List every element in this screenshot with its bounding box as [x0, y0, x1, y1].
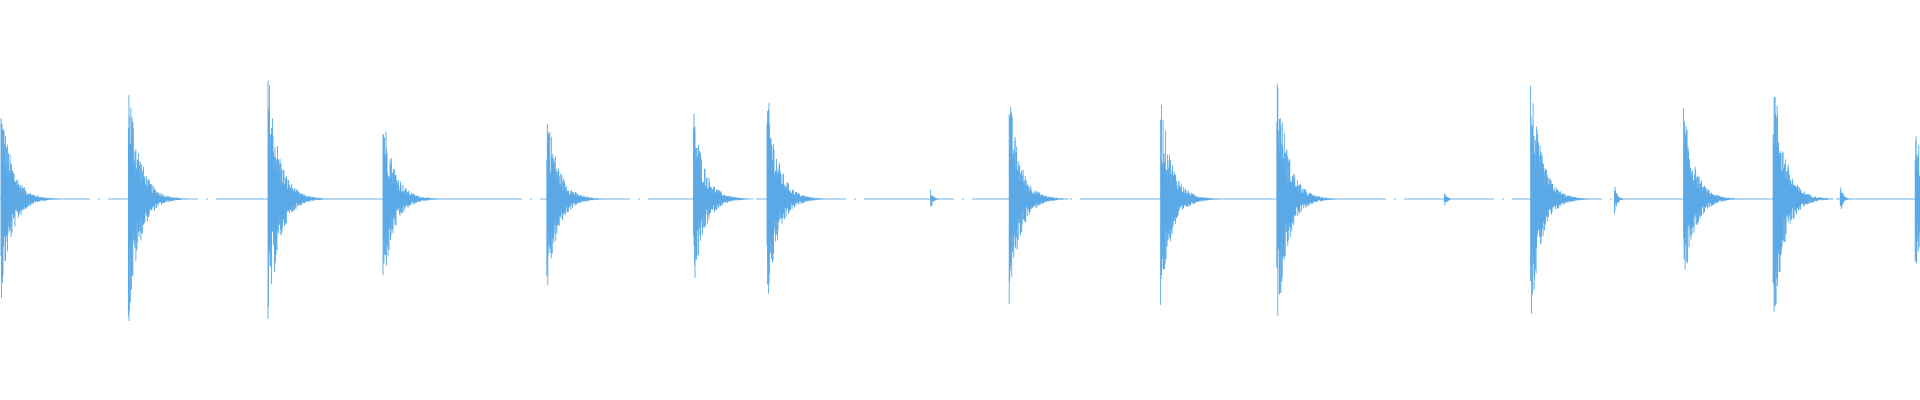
waveform-transient — [382, 131, 443, 276]
waveform-transient — [1160, 104, 1221, 305]
waveform-minor-transients — [930, 186, 1855, 214]
waveform-transient — [693, 113, 754, 278]
waveform-minor-transient — [1839, 187, 1855, 209]
waveform-transient — [127, 95, 189, 321]
waveform-minor-transient — [1443, 193, 1458, 206]
waveform-transient — [1914, 136, 1920, 264]
waveform-transient — [1683, 108, 1744, 270]
waveform-minor-transient — [930, 189, 945, 207]
waveform-transient — [0, 118, 61, 298]
waveform-transient — [1008, 106, 1070, 305]
waveform-minor-transient — [1614, 186, 1630, 214]
waveform-transient — [546, 123, 607, 286]
waveform-transient — [1530, 85, 1591, 314]
waveform-transient — [1772, 96, 1834, 312]
waveform-transients — [0, 80, 1920, 321]
waveform-transient — [267, 80, 328, 319]
waveform-transient — [1276, 83, 1337, 316]
waveform-transient — [766, 102, 827, 294]
